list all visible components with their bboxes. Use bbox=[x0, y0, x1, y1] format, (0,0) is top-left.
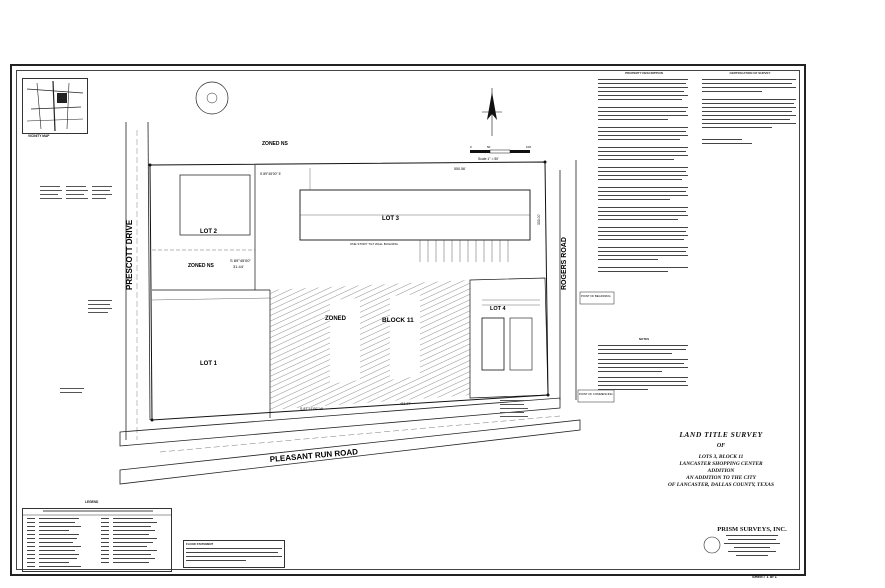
distance-pleasant: 411.07' bbox=[400, 402, 411, 406]
vicinity-map bbox=[22, 78, 88, 134]
bearing-mid-distance: 31.44' bbox=[233, 264, 244, 269]
bearing-south: S 87°11'00" W bbox=[300, 407, 324, 411]
title-block: LAND TITLE SURVEY OF LOTS 3, BLOCK 11 LA… bbox=[646, 430, 796, 489]
zone-label-top: ZONED NS bbox=[262, 141, 289, 147]
notes-text bbox=[598, 345, 688, 391]
lot-2-label: LOT 2 bbox=[200, 229, 218, 235]
scale-tick-50: 50 bbox=[487, 145, 491, 149]
property-description-header: PROPERTY DESCRIPTION bbox=[625, 71, 663, 75]
sheet-number: SHEET 1 of 1 bbox=[752, 574, 777, 579]
legend-box bbox=[22, 508, 172, 572]
scale-tick-100: 100 bbox=[526, 145, 531, 149]
property-description-column: PROPERTY DESCRIPTION bbox=[598, 71, 690, 279]
distance-rogers: 333.00' bbox=[537, 214, 541, 225]
title-line-3: ADDITION bbox=[707, 468, 735, 474]
zoned-block-label: ZONED bbox=[325, 316, 347, 322]
flood-statement-title: FLOOD STATEMENT bbox=[186, 542, 214, 546]
title-line-1: LOTS 3, BLOCK 11 bbox=[698, 454, 744, 460]
notes-header: NOTES bbox=[638, 337, 650, 341]
block-label: BLOCK 11 bbox=[382, 317, 414, 324]
company-block: PRISM SURVEYS, INC. bbox=[700, 526, 804, 564]
company-details bbox=[703, 535, 780, 556]
notes-column: NOTES bbox=[598, 337, 690, 405]
title-line-2: LANCASTER SHOPPING CENTER bbox=[679, 461, 763, 467]
detail-circle bbox=[195, 81, 229, 115]
sheet-inner-frame bbox=[16, 70, 800, 570]
certification-column: CERTIFICATION OF SURVEY bbox=[702, 71, 798, 159]
flood-statement-text bbox=[186, 548, 282, 561]
certification-header: CERTIFICATION OF SURVEY bbox=[729, 71, 771, 75]
lot-4-label: LOT 4 bbox=[490, 306, 507, 312]
lot-3-label: LOT 3 bbox=[382, 216, 400, 222]
street-label-prescott: PRESCOTT DRIVE bbox=[125, 219, 134, 290]
survey-title-of: OF bbox=[716, 443, 726, 449]
certification-text bbox=[702, 79, 796, 145]
survey-title: LAND TITLE SURVEY bbox=[679, 430, 763, 439]
surveyor-seal-icon bbox=[703, 536, 721, 554]
vicinity-map-label: VICINITY MAP bbox=[28, 134, 50, 138]
vicinity-map-drawing bbox=[26, 80, 84, 132]
legend-entries bbox=[23, 510, 171, 567]
legend-title: LEGEND bbox=[85, 500, 99, 504]
flood-statement-box: FLOOD STATEMENT bbox=[183, 540, 285, 568]
scale-bar bbox=[470, 149, 530, 154]
point-of-commencing: POINT OF COMMENCING bbox=[579, 392, 613, 396]
property-description-text bbox=[598, 79, 688, 273]
title-line-5: OF LANCASTER, DALLAS COUNTY, TEXAS bbox=[667, 482, 775, 488]
zone-label-mid: ZONED NS bbox=[188, 263, 215, 269]
point-of-beginning: POINT OF BEGINNING bbox=[581, 294, 611, 298]
title-line-4: AN ADDITION TO THE CITY bbox=[686, 475, 756, 481]
scale-label: Scale 1" = 50' bbox=[478, 157, 499, 161]
bearing-mid: S 89°45'00" bbox=[230, 258, 251, 263]
scale-tick-0: 0 bbox=[470, 145, 472, 149]
lot-1-label: LOT 1 bbox=[200, 361, 218, 367]
street-label-rogers: ROGERS ROAD bbox=[561, 237, 568, 290]
bearing-north: S 89°45'00" E bbox=[260, 172, 282, 176]
company-name: PRISM SURVEYS, INC. bbox=[717, 526, 787, 533]
distance-top: 550.56' bbox=[454, 167, 466, 171]
building-label: ONE STORY TILT WALL BUILDING bbox=[350, 242, 399, 246]
north-arrow-icon bbox=[482, 88, 502, 136]
